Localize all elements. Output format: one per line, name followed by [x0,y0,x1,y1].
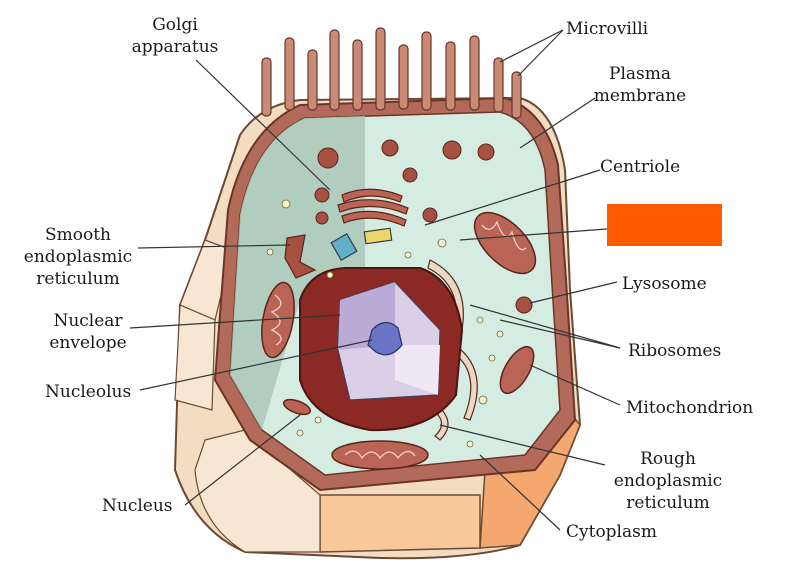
nucleolus-body [367,321,403,356]
cell-wall-tan-bottom [194,429,321,553]
label-nucleolus: Nucleolus [45,382,132,402]
redaction-box [607,204,722,246]
ribosome-dots [266,199,504,448]
label-nenv-line1: Nuclear [53,311,123,331]
mitochondria [261,211,537,470]
label-golgi-line2: apparatus [131,37,219,57]
label-rer-line1: Rough [640,449,696,469]
label-rer-line3: reticulum [626,493,710,513]
label-plasma-membrane: Plasma membrane [588,63,692,107]
label-lysosome: Lysosome [622,274,707,294]
centriole-pair [330,227,393,261]
vesicles [314,139,533,314]
label-ser-line1: Smooth [44,225,112,245]
leader-lines [129,29,621,531]
smooth-er [284,234,317,279]
golgi-stack [337,188,409,227]
label-rough-er: Rough endoplasmic reticulum [606,448,730,514]
label-rer-line2: endoplasmic [613,471,723,491]
label-cytoplasm: Cytoplasm [566,522,657,542]
label-ser-line3: reticulum [36,269,120,289]
microvilli-row [261,27,522,119]
cell-wall-tan-left-2 [174,304,216,411]
label-ribosomes: Ribosomes [628,341,722,361]
nucleus-section [395,345,440,395]
label-microvilli: Microvilli [566,19,649,39]
label-nenv-line2: envelope [49,333,127,353]
label-plasma-line2: membrane [593,86,687,106]
mitochondria-cristae [270,220,527,460]
label-golgi-line1: Golgi [152,15,198,35]
cell-wall-orange-2 [319,494,481,553]
label-ser-line2: endoplasmic [23,247,133,267]
label-centriole: Centriole [600,157,681,177]
label-golgi-apparatus: Golgi apparatus [127,14,223,58]
label-smooth-er: Smooth endoplasmic reticulum [18,224,138,290]
label-plasma-line1: Plasma [609,64,671,84]
label-nuclear-envelope: Nuclear envelope [42,310,134,354]
label-mitochondrion: Mitochondrion [626,398,754,418]
label-nucleus: Nucleus [102,496,173,516]
